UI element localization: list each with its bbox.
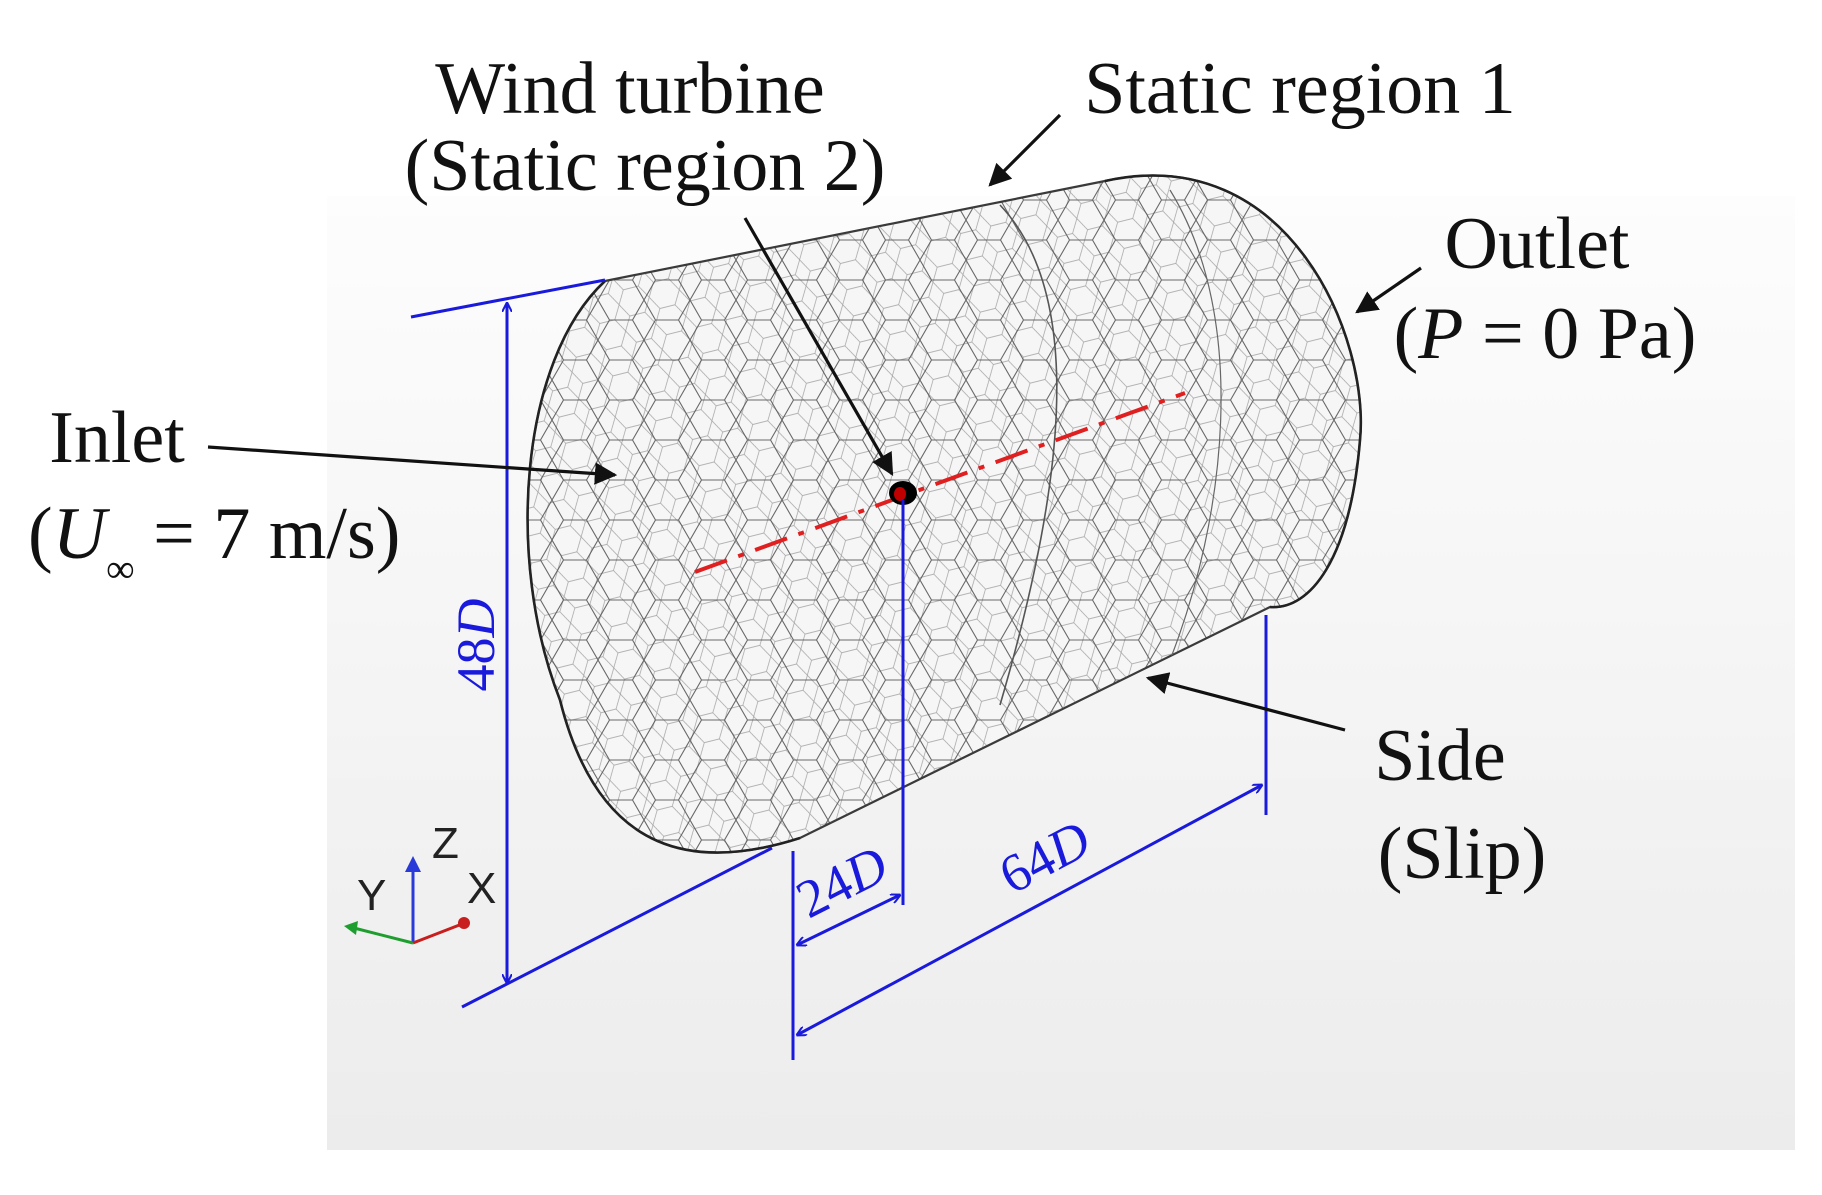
side-leader	[1145, 672, 1346, 732]
axis-z-label: Z	[432, 819, 459, 868]
inlet-subscript: ∞	[106, 546, 135, 591]
outlet-value: = 0 Pa	[1463, 293, 1671, 375]
top-extension-line	[410, 278, 606, 319]
axis-triad-icon: Z Y X	[344, 819, 496, 945]
inlet-face-edge	[526, 280, 801, 854]
rotor-axis-centerline	[694, 391, 1186, 574]
inlet-paren-close: )	[376, 493, 401, 575]
static-region-1-leader	[988, 113, 1062, 187]
inlet-value: = 7 m/s	[135, 493, 376, 575]
outlet-label: Outlet	[1445, 203, 1630, 285]
wind-turbine-sublabel: (Static region 2)	[405, 125, 886, 207]
inlet-leader	[207, 445, 618, 485]
wind-turbine-label: Wind turbine	[435, 48, 825, 130]
height-dim-var: D	[446, 599, 506, 639]
outlet-paren-close: )	[1672, 293, 1697, 375]
outlet-face-edge	[1104, 174, 1363, 609]
side-condition: (Slip)	[1378, 813, 1547, 895]
side-label: Side	[1374, 715, 1506, 797]
axis-y-label: Y	[357, 871, 386, 920]
length-dimension-line	[797, 785, 1262, 1035]
inlet-paren-open: (	[28, 493, 53, 575]
inlet-var: U	[53, 493, 111, 575]
outlet-leader	[1355, 266, 1422, 314]
static-region-1-label: Static region 1	[1084, 48, 1516, 130]
height-dimension-label: 48D	[446, 599, 506, 692]
axis-x-label: X	[467, 864, 496, 913]
dimension-lines	[410, 278, 1268, 1060]
turbine-marker-icon	[889, 481, 917, 505]
height-dim-number: 48	[446, 638, 506, 692]
outlet-condition: (P = 0 Pa)	[1394, 293, 1697, 375]
inlet-condition: (U∞ = 7 m/s)	[28, 493, 400, 591]
leader-arrows	[207, 113, 1422, 732]
inlet-label: Inlet	[49, 397, 185, 479]
outlet-var: P	[1417, 293, 1463, 375]
outlet-paren-open: (	[1394, 293, 1419, 375]
wind-turbine-leader	[743, 217, 894, 476]
bottom-extension-line	[461, 846, 773, 1009]
